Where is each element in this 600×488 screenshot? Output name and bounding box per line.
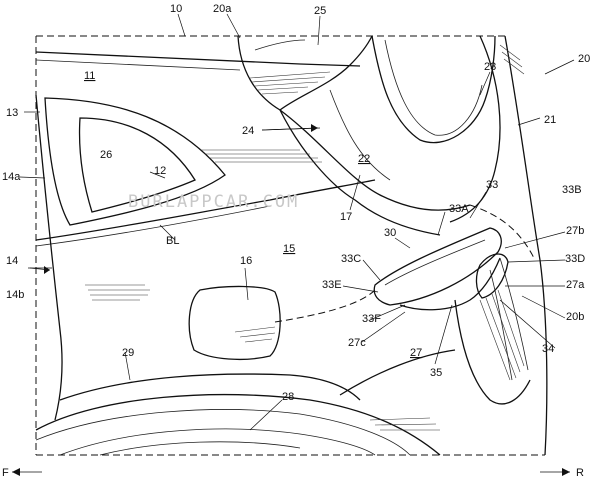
opening-25 (237, 35, 373, 111)
label-23: 23 (484, 61, 496, 73)
label-33B: 33B (562, 184, 582, 196)
label-30: 30 (384, 227, 396, 239)
label-16: 16 (240, 255, 252, 267)
wheel-arch-28-mid (35, 409, 411, 456)
label-33E: 33E (322, 279, 342, 291)
rear-pillar-outer (504, 35, 548, 456)
label-14b: 14b (6, 289, 24, 301)
label-14: 14 (6, 255, 18, 267)
label-17: 17 (340, 211, 352, 223)
label-11: 11 (84, 70, 95, 82)
label-24: 24 (242, 125, 254, 137)
shade-roof (249, 71, 331, 95)
roof-line-2 (35, 59, 241, 71)
front-direction-label: F (2, 467, 9, 479)
front-arrow (12, 468, 42, 476)
rear-window-23-inner (384, 39, 483, 136)
pillar-13 (35, 94, 63, 421)
lamp-socket-33D (475, 253, 509, 299)
roof-line (35, 51, 361, 67)
label-13: 13 (6, 107, 18, 119)
panel-24-upper (279, 109, 471, 211)
label-27c: 27c (348, 337, 366, 349)
hidden-line-2 (469, 204, 536, 261)
watermark: BURLAPPCAR.COM (128, 192, 299, 212)
label-33F: 33F (362, 313, 381, 325)
shade-belt (200, 149, 322, 163)
shade-body-left (85, 284, 150, 301)
tire-arc (99, 441, 301, 456)
rear-direction-label: R (576, 467, 584, 479)
rear-edge-27 (454, 299, 531, 405)
shade-lamp-rear (479, 289, 525, 381)
label-20: 20 (578, 53, 590, 65)
label-27: 27 (410, 347, 422, 359)
label-35: 35 (430, 367, 442, 379)
label-BL: BL (166, 235, 179, 247)
rear-window-23 (371, 35, 496, 144)
label-22: 22 (358, 153, 370, 165)
rear-edge-27a (489, 269, 513, 381)
label-33D: 33D (565, 253, 585, 265)
rear-edge-20b (499, 257, 529, 371)
label-34: 34 (542, 343, 554, 355)
label-27a: 27a (566, 279, 585, 291)
panel-22-edge (279, 109, 441, 236)
lower-body-29 (59, 373, 361, 401)
opening-25-inner (254, 39, 306, 51)
label-26: 26 (100, 149, 112, 161)
label-14a: 14a (2, 171, 21, 183)
label-12: 12 (154, 165, 166, 177)
side-sill (339, 349, 456, 396)
shade-fuel-lid (234, 326, 276, 343)
label-10: 10 (170, 3, 182, 15)
label-20b: 20b (566, 311, 584, 323)
label-15: 15 (283, 243, 295, 255)
hidden-line (274, 289, 376, 323)
label-33: 33 (486, 179, 498, 191)
tail-lamp-33-inner (384, 239, 486, 286)
label-21: 21 (544, 114, 556, 126)
label-20a: 20a (213, 3, 232, 15)
label-28: 28 (282, 391, 294, 403)
shade-rear-pillar (499, 44, 525, 75)
arrow-24 (261, 124, 319, 132)
label-33C: 33C (341, 253, 361, 265)
belt-line (35, 179, 376, 241)
shade-bumper (369, 417, 440, 431)
label-33A: 33A (449, 203, 469, 215)
fuel-lid-16 (188, 285, 281, 360)
tail-lamp-33 (373, 227, 502, 306)
label-27b: 27b (566, 225, 584, 237)
rear-arrow (540, 468, 570, 476)
arrow-14 (29, 266, 51, 274)
quarter-window-outer (44, 97, 226, 226)
wheel-arch-28-inner (59, 428, 376, 456)
label-29: 29 (122, 347, 134, 359)
belt-line-2 (35, 205, 271, 247)
lamp-housing-33F (399, 257, 501, 311)
label-25: 25 (314, 5, 326, 17)
quarter-window-26 (78, 117, 196, 213)
panel-22-groove (329, 89, 391, 181)
